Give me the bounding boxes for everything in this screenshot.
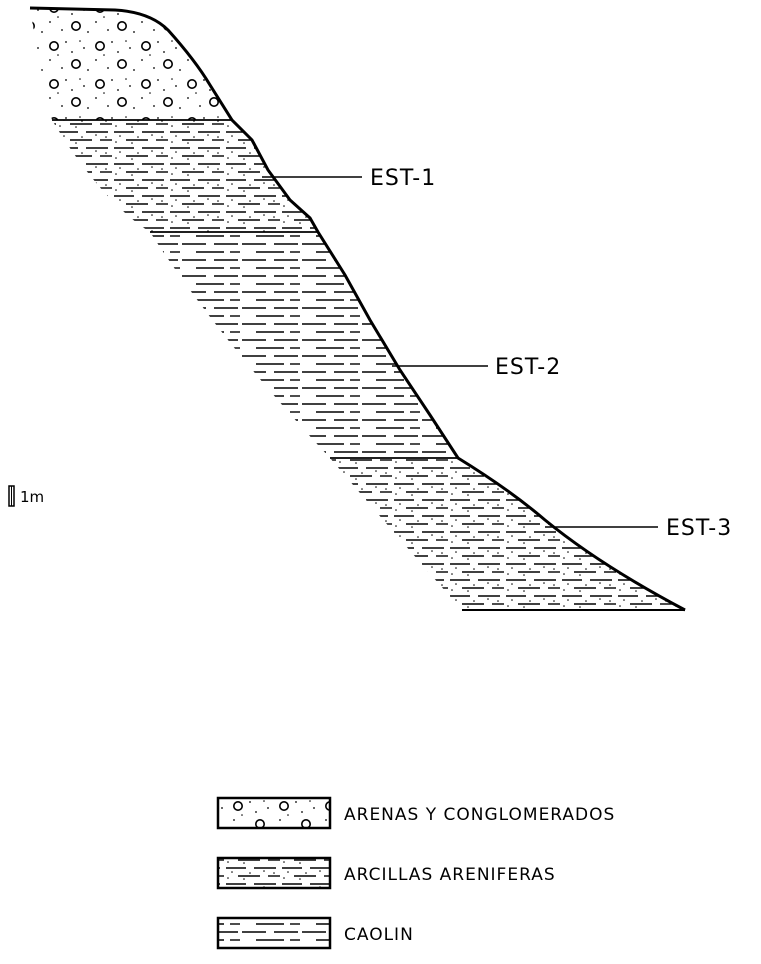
legend-item-kaolin: CAOLIN <box>216 916 414 950</box>
legend-label-kaolin: CAOLIN <box>344 925 414 945</box>
legend-item-sandy-clays: ARCILLAS ARENIFERAS <box>216 856 556 890</box>
scale-bar-label: 1m <box>20 488 44 506</box>
est-1-label: EST-1 <box>370 166 436 191</box>
slope-profile <box>29 6 686 612</box>
legend-item-sands-conglomerates: ARENAS Y CONGLOMERADOS <box>216 796 615 830</box>
legend: ARENAS Y CONGLOMERADOS ARCILLAS ARENIFER… <box>216 796 615 950</box>
legend-label-sandy-clays: ARCILLAS ARENIFERAS <box>344 865 556 885</box>
legend-label-sands-conglomerates: ARENAS Y CONGLOMERADOS <box>344 805 615 825</box>
unit-sandy-clays-lower <box>330 458 685 610</box>
unit-kaolin <box>150 232 458 458</box>
unit-sandy-clays-upper <box>52 120 318 232</box>
unit-sands-conglomerates <box>30 8 232 120</box>
est-2-label: EST-2 <box>495 355 561 380</box>
est-3-label: EST-3 <box>666 516 732 541</box>
scale-bar: 1m <box>8 485 44 507</box>
